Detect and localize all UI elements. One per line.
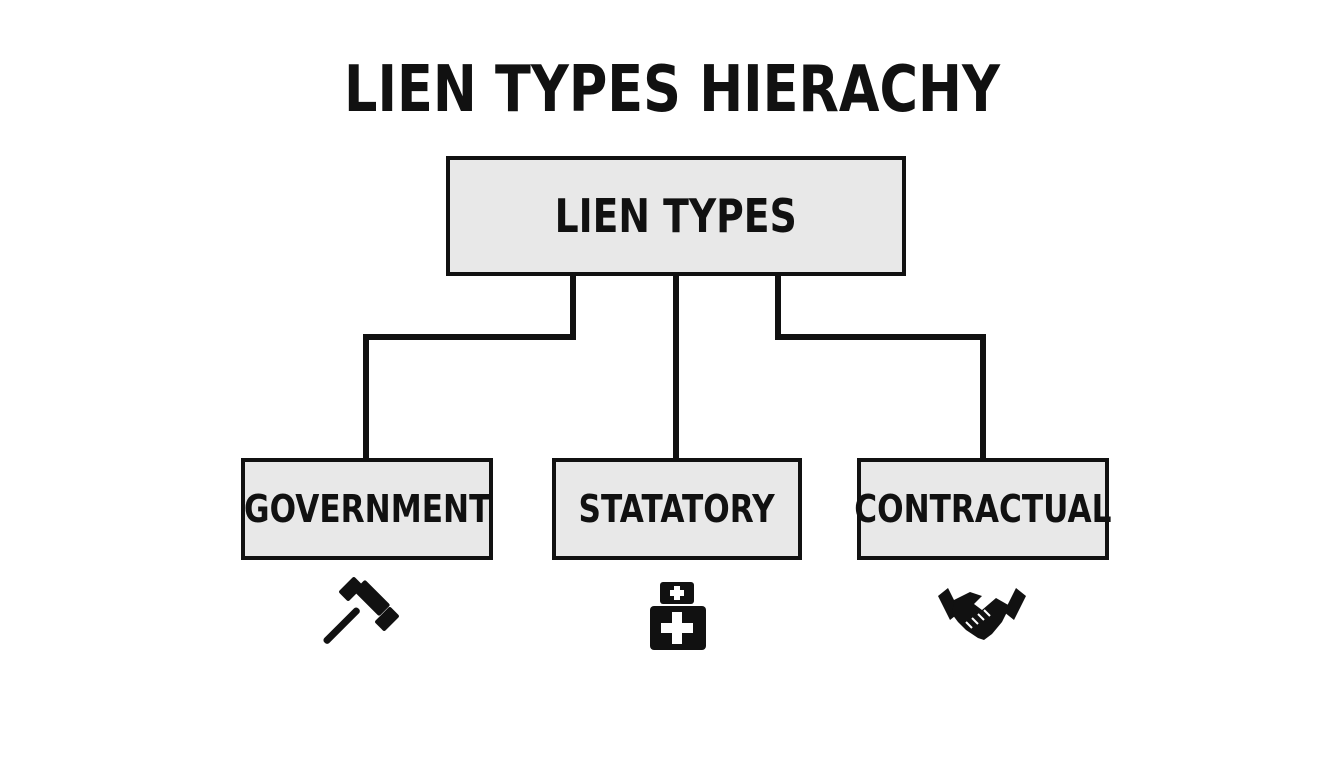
gavel-icon <box>323 577 399 644</box>
root-node-lien-types: LIEN TYPES <box>446 156 906 276</box>
child-node-contractual: CONTRACTUAL <box>854 458 1112 560</box>
connector-government <box>363 273 576 461</box>
child-node-government: GOVERNMENT <box>241 458 493 560</box>
child-node-label-government: GOVERNMENT <box>243 487 491 531</box>
page-title: LIEN TYPES HIERACHY <box>344 53 1000 127</box>
connector-contractual <box>775 273 986 461</box>
root-node-label: LIEN TYPES <box>554 189 798 243</box>
child-node-label-contractual: CONTRACTUAL <box>854 487 1112 531</box>
child-node-statutory: STATATORY <box>552 458 802 560</box>
medical-kit-icon <box>650 582 706 650</box>
handshake-icon <box>938 588 1026 640</box>
child-node-label-statutory: STATATORY <box>578 487 776 531</box>
